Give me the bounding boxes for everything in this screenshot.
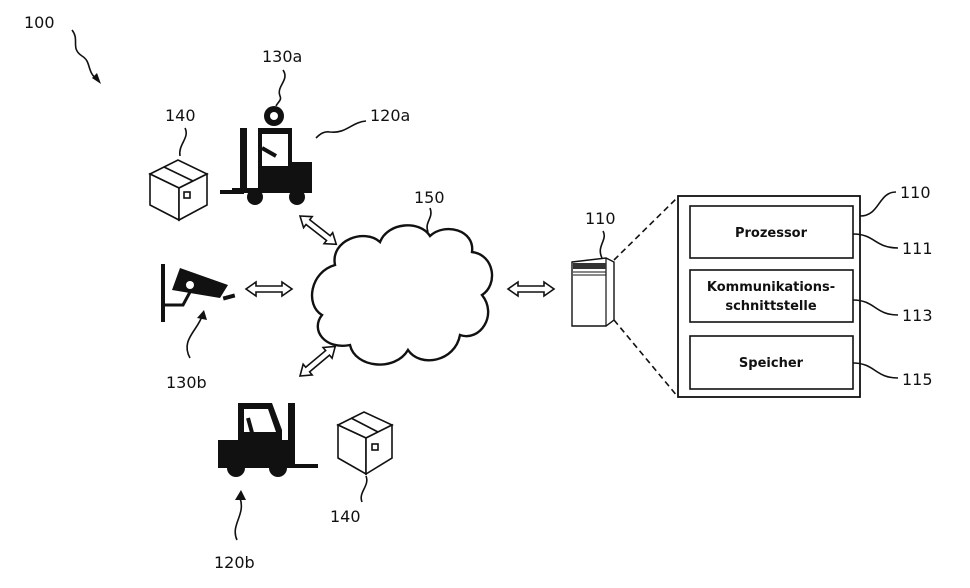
- package-a-ref-label: 140: [165, 106, 196, 125]
- processor-ref-label: 111: [902, 239, 933, 258]
- network-leader: [427, 208, 431, 232]
- link-arrow-server: [508, 282, 554, 296]
- forklift-a: 130a: [220, 47, 312, 205]
- link-arrow-camera: [246, 282, 292, 296]
- communication-interface-label-line1: Kommunikations-: [707, 280, 835, 295]
- camera-leader: [187, 316, 202, 358]
- memory-label: Speicher: [739, 356, 804, 371]
- camera-ref-label: 130b: [166, 373, 207, 392]
- communication-interface-box: [690, 270, 853, 322]
- forklift-a-leader: [316, 121, 366, 138]
- package-b-icon: [338, 412, 392, 474]
- network-ref-label: 150: [414, 188, 445, 207]
- server-icon: [572, 258, 614, 326]
- cloud-icon: [312, 225, 492, 364]
- memory-ref-label: 115: [902, 370, 933, 389]
- forklift-a-ref-label: 120a: [370, 106, 410, 125]
- forklift-b-ref-label: 120b: [214, 553, 255, 572]
- camera-icon: [161, 264, 235, 322]
- sensor-a-ref-label: 130a: [262, 47, 302, 66]
- package-b-leader: [361, 476, 367, 502]
- processor-label: Prozessor: [735, 226, 808, 241]
- communication-interface-label-line2: schnittstelle: [725, 299, 817, 314]
- system-ref-label: 100: [24, 13, 55, 32]
- zoom-dashed-lines: [614, 197, 678, 397]
- package-a-leader: [180, 128, 186, 156]
- server-detail-leader: [860, 192, 896, 216]
- forklift-b-leader: [235, 498, 241, 540]
- server-detail-ref-label: 110: [900, 183, 931, 202]
- link-arrow-forklift-b: [296, 341, 340, 381]
- system-ref-leader: [72, 30, 98, 80]
- package-b-ref-label: 140: [330, 507, 361, 526]
- link-arrow-forklift-a: [296, 210, 341, 249]
- forklift-b: [218, 403, 318, 477]
- communication-interface-ref-label: 113: [902, 306, 933, 325]
- server-leader: [600, 231, 604, 258]
- package-a-icon: [150, 160, 207, 220]
- server-ref-label: 110: [585, 209, 616, 228]
